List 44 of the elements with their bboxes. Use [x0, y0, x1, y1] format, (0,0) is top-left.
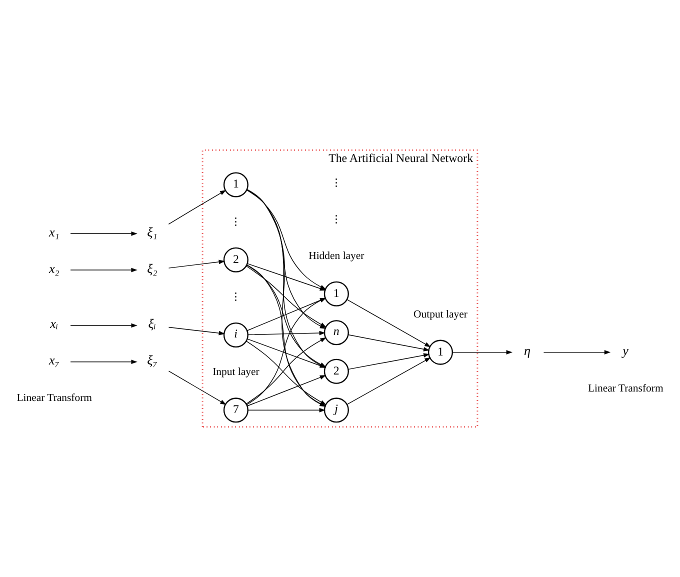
label: Hidden layer	[308, 250, 364, 262]
node-circle: 1	[223, 172, 248, 198]
arrow	[168, 370, 226, 405]
arrow	[348, 353, 430, 370]
label: ⋮	[230, 216, 242, 228]
label: Output layer	[414, 308, 468, 320]
arrow	[168, 326, 226, 336]
node-circle: n	[324, 320, 349, 346]
label: Linear Transform	[588, 382, 664, 394]
node-text: xᵢ	[50, 316, 58, 332]
node-text: y	[622, 343, 628, 358]
arrow	[543, 350, 611, 354]
arrow	[452, 350, 512, 354]
label: Linear Transform	[16, 392, 92, 404]
arrow	[348, 334, 430, 352]
arrow	[168, 260, 226, 268]
node-text: ξ₁	[147, 224, 158, 240]
node-circle: 2	[223, 247, 248, 272]
label: Input layer	[212, 366, 260, 378]
arrow	[248, 330, 326, 336]
arrow	[70, 360, 138, 364]
arrow	[248, 408, 326, 412]
label: ⋮	[330, 214, 342, 226]
node-text: x₁	[49, 224, 60, 240]
arrow	[70, 268, 138, 272]
node-text: ξ₇	[147, 352, 158, 368]
arrow	[346, 357, 431, 405]
label: ⋮	[230, 291, 242, 304]
node-text: x₂	[49, 260, 60, 276]
node-circle: 2	[324, 358, 349, 384]
node-circle: i	[223, 322, 248, 348]
arrow	[346, 299, 431, 348]
node-circle: 7	[223, 398, 248, 423]
label: ⋮	[330, 177, 342, 190]
arrow	[168, 190, 226, 225]
node-text: ξᵢ	[148, 316, 156, 332]
arrow	[70, 323, 138, 328]
arrow	[70, 231, 138, 236]
node-circle: j	[324, 398, 349, 423]
node-text: x₇	[49, 352, 60, 368]
node-text: ξ₂	[147, 260, 158, 276]
node-text: η	[524, 343, 530, 358]
node-circle: 1	[428, 340, 453, 365]
node-circle: 1	[324, 281, 349, 306]
